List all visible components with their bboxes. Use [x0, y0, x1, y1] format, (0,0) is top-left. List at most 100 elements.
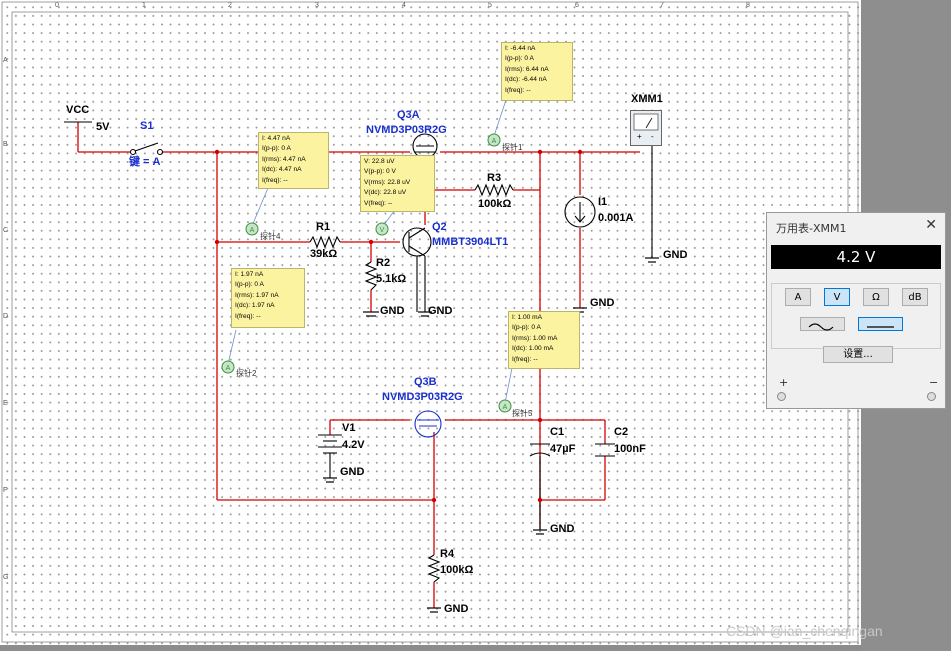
svg-text:A: A [250, 227, 255, 234]
multimeter-reading: 4.2 V [771, 245, 941, 269]
probe-circles [221, 133, 512, 413]
i1-value: 0.001A [598, 212, 634, 224]
probe5-line: I(freq): -- [512, 355, 538, 363]
ruler-top-2: 2 [228, 2, 232, 9]
sine-wave-icon [808, 323, 834, 331]
probe2-line: I(p-p): 0 A [235, 281, 264, 289]
ruler-left-c: C [3, 227, 9, 234]
probe5-tag: 探针5 [512, 409, 533, 418]
q2-label: Q2 [432, 221, 447, 233]
svg-text:-: - [651, 132, 654, 141]
plus-terminal[interactable] [777, 392, 786, 401]
vcc-label: VCC [66, 104, 90, 116]
probe2-line: I(freq): -- [235, 312, 261, 320]
probe4-readout[interactable]: I: 4.47 nA I(p-p): 0 A I(rms): 4.47 nA I… [258, 132, 329, 189]
ruler-top-3: 3 [315, 2, 319, 9]
gnd-label-r2: GND [380, 305, 405, 317]
schematic-sheet[interactable] [0, 0, 861, 645]
r2-label: R2 [376, 257, 391, 269]
probe4-tag: 探针4 [260, 232, 281, 241]
r2-value: 5.1kΩ [376, 273, 407, 285]
probe2-line: I(rms): 1.97 nA [235, 291, 279, 299]
c1-value: 47µF [550, 443, 576, 455]
probe4-line: I(p-p): 0 A [262, 145, 291, 153]
plus-terminal-label: + [779, 376, 789, 389]
probe2-readout[interactable]: I: 1.97 nA I(p-p): 0 A I(rms): 1.97 nA I… [231, 268, 305, 328]
probe3-line: V(freq): -- [364, 199, 393, 207]
svg-text:A: A [503, 404, 508, 411]
switch-key: 键 = A [129, 156, 161, 168]
xmm-label: XMM1 [631, 93, 663, 105]
r1-label: R1 [316, 221, 331, 233]
r3-label: R3 [487, 172, 502, 184]
svg-text:A: A [492, 138, 497, 145]
probe5-line: I(dc): 1.00 mA [512, 345, 554, 353]
vcc-value: 5V [96, 121, 110, 133]
dc-mode-button[interactable] [858, 317, 903, 331]
multimeter-instrument-icon[interactable]: + - [630, 110, 662, 146]
probe1-line: I(p-p): 0 A [505, 55, 534, 63]
r1-value: 39kΩ [310, 248, 338, 260]
svg-text:V: V [380, 227, 385, 234]
probe2-line: I(dc): 1.97 nA [235, 302, 275, 310]
v1-label: V1 [342, 422, 356, 434]
ground-symbols [323, 257, 659, 613]
c2-label: C2 [614, 426, 629, 438]
component-symbols [64, 121, 653, 583]
minus-terminal[interactable] [927, 392, 936, 401]
mode-ammeter-button[interactable]: A [785, 288, 811, 306]
close-icon[interactable]: ✕ [925, 217, 937, 233]
i1-label: I1 [598, 196, 608, 208]
dc-line-icon [867, 326, 894, 328]
probe1-line: I(freq): -- [505, 86, 531, 94]
c2-value: 100nF [614, 443, 646, 455]
svg-text:+: + [637, 132, 642, 141]
ruler-top-7: 7 [660, 2, 664, 9]
mode-db-button[interactable]: dB [902, 288, 928, 306]
minus-terminal-label: − [929, 376, 939, 389]
probe1-tag: 探针1 [502, 143, 523, 152]
ruler-left-b: B [3, 141, 8, 148]
ruler-top-8: 8 [746, 2, 750, 9]
v1-value: 4.2V [342, 439, 365, 451]
probe1-line: I: -6.44 nA [505, 45, 536, 52]
ruler-top-1: 1 [142, 2, 146, 9]
probe5-line: I(p-p): 0 A [512, 324, 541, 332]
probe3-line: V(rms): 22.8 uV [364, 178, 411, 186]
gnd-label-i1: GND [590, 297, 615, 309]
probe1-line: I(rms): 6.44 nA [505, 65, 549, 73]
ruler-left-e: E [3, 400, 8, 407]
probe3-line: V(dc): 22.8 uV [364, 189, 407, 197]
ac-mode-button[interactable] [800, 317, 845, 331]
q2-part: MMBT3904LT1 [432, 236, 509, 248]
probe5-line: I: 1.00 mA [512, 314, 543, 321]
multimeter-controls: A V Ω dB [771, 283, 941, 349]
gnd-label-r4: GND [444, 603, 469, 615]
q3a-part: NVMD3P03R2G [366, 124, 447, 136]
schematic-drawing: A A V A A [1, 1, 859, 643]
settings-button[interactable]: 设置... [823, 346, 893, 363]
multimeter-window[interactable]: 万用表-XMM1 ✕ 4.2 V A V Ω dB 设置... + − [766, 212, 946, 409]
mode-voltmeter-button[interactable]: V [824, 288, 850, 306]
probe4-line: I(dc): 4.47 nA [262, 166, 302, 174]
watermark: CSDN @ian_chenqingan [726, 623, 883, 639]
probe4-line: I(rms): 4.47 nA [262, 155, 306, 163]
sheet-border [11, 11, 849, 633]
r3-value: 100kΩ [478, 198, 512, 210]
probe5-line: I(rms): 1.00 mA [512, 334, 558, 342]
probe1-readout[interactable]: I: -6.44 nA I(p-p): 0 A I(rms): 6.44 nA … [501, 42, 573, 101]
probe5-readout[interactable]: I: 1.00 mA I(p-p): 0 A I(rms): 1.00 mA I… [508, 311, 580, 369]
gnd-label-xmm: GND [663, 249, 688, 261]
r4-label: R4 [440, 548, 455, 560]
q3b-label: Q3B [414, 376, 437, 388]
multimeter-title: 万用表-XMM1 [776, 222, 847, 235]
mode-ohmmeter-button[interactable]: Ω [863, 288, 889, 306]
ruler-left-d: D [3, 313, 9, 320]
c1-label: C1 [550, 426, 565, 438]
probe3-line: V(p-p): 0 V [364, 168, 396, 176]
ruler-left-g: G [3, 574, 9, 581]
probe3-readout[interactable]: V: 22.8 uV V(p-p): 0 V V(rms): 22.8 uV V… [360, 155, 435, 212]
gnd-label-c1: GND [550, 523, 575, 535]
probe1-line: I(dc): -6.44 nA [505, 76, 547, 84]
r4-value: 100kΩ [440, 564, 474, 576]
